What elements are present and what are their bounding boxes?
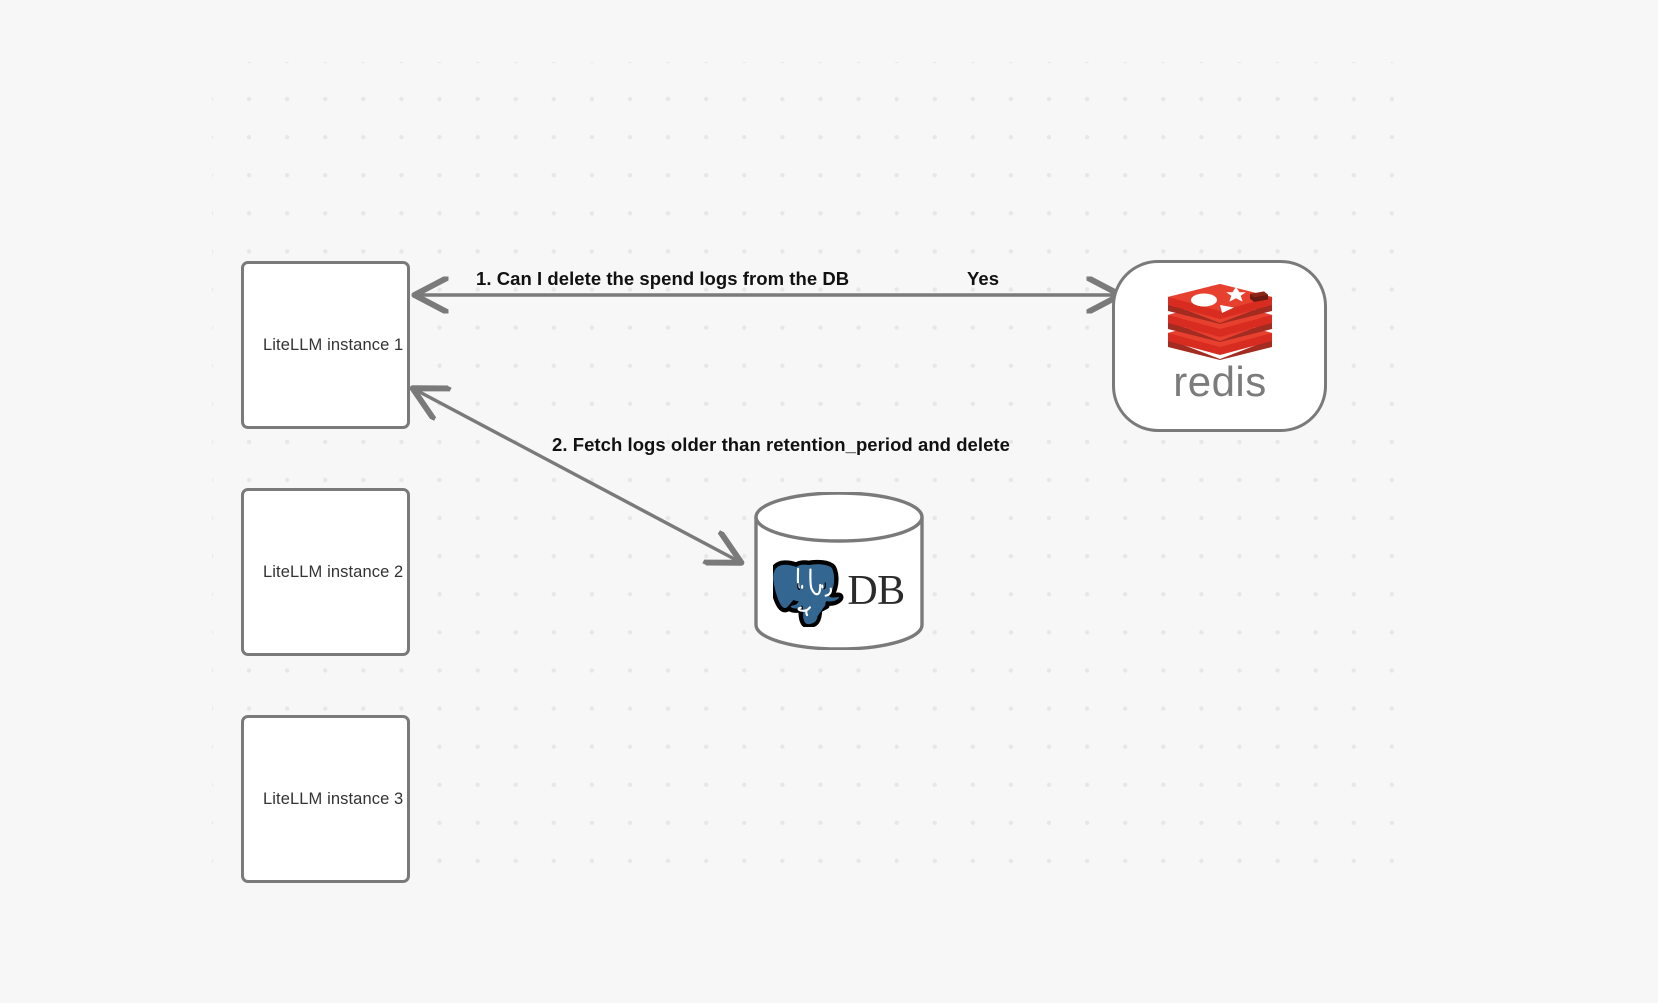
edge-label-step-1: 1. Can I delete the spend logs from the …: [476, 268, 850, 289]
database-content: DB: [753, 492, 925, 650]
node-litellm-instance-2[interactable]: LiteLLM instance 2: [241, 488, 410, 656]
node-litellm-instance-1[interactable]: LiteLLM instance 1: [241, 261, 410, 429]
svg-text:redis: redis: [1173, 362, 1267, 405]
edge-litellm1-db: [414, 389, 740, 562]
node-database[interactable]: DB: [753, 492, 925, 650]
node-litellm-instance-1-label: LiteLLM instance 1: [263, 335, 404, 354]
redis-wordmark: redis: [1159, 358, 1281, 411]
node-redis[interactable]: redis: [1112, 260, 1327, 432]
edge-label-step-2: 2. Fetch logs older than retention_perio…: [552, 434, 1010, 455]
database-label: DB: [847, 568, 905, 614]
redis-logo: redis: [1159, 283, 1281, 411]
node-litellm-instance-2-label: LiteLLM instance 2: [263, 562, 404, 581]
database-cylinder-shape: [754, 492, 924, 650]
redis-stack-icon: [1167, 284, 1272, 360]
node-litellm-instance-3-label: LiteLLM instance 3: [263, 789, 404, 808]
node-litellm-instance-3[interactable]: LiteLLM instance 3: [241, 715, 410, 883]
postgresql-elephant-icon: [773, 559, 844, 627]
edge-label-step-1-answer: Yes: [967, 268, 1000, 289]
